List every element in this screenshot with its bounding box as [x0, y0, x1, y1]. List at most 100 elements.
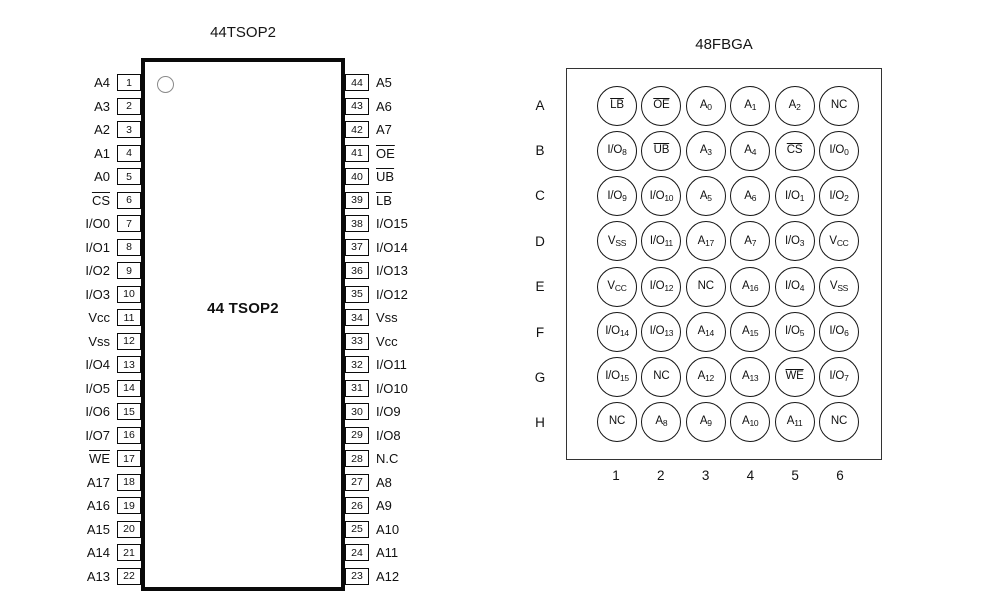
ball-signal-subscript: CC: [836, 237, 849, 248]
tsop-chip-span: [141, 106, 345, 107]
fbga-ball: A8: [641, 401, 682, 442]
ball-signal: NC: [608, 415, 626, 428]
ball-label: A0: [700, 100, 712, 112]
fbga-ball: A10: [730, 401, 771, 442]
fbga-ball: A12: [685, 356, 726, 397]
ball-signal: I/O: [649, 234, 665, 247]
ball-signal: A: [786, 415, 795, 428]
ball-signal-subscript: 6: [844, 327, 849, 338]
fbga-ball: I/O1: [774, 176, 815, 217]
ball-signal: I/O: [829, 189, 845, 202]
fbga-row-label: G: [534, 370, 546, 386]
ball-signal-subscript: 3: [799, 237, 805, 248]
ball-label: I/O3: [785, 235, 805, 248]
tsop-pin-number: 36: [345, 262, 369, 280]
tsop-pin-number: 24: [345, 544, 369, 562]
tsop-pin-number: 39: [345, 191, 369, 209]
ball-signal: A: [788, 99, 797, 112]
tsop-pin-name: I/O9: [376, 404, 401, 420]
tsop-pin-number: 7: [117, 215, 141, 233]
ball-label: A11: [786, 415, 803, 428]
ball-signal: I/O: [784, 189, 800, 202]
ball-label: VCC: [607, 279, 626, 293]
tsop-chip-span: [141, 223, 345, 224]
tsop-pin-number: 25: [345, 520, 369, 538]
ball-label: A13: [742, 370, 759, 383]
ball-label: A6: [744, 189, 756, 203]
ball-signal: I/O: [784, 324, 800, 337]
tsop-pin-number: 38: [345, 215, 369, 233]
ball-signal-subscript: 8: [662, 418, 668, 429]
ball-signal: I/O: [649, 279, 665, 292]
fbga-ball: A1: [730, 86, 771, 126]
tsop-chip-span: [141, 364, 345, 365]
ball-label: NC: [608, 415, 626, 428]
fbga-ball: A13: [730, 356, 771, 397]
tsop-pin-name: A6: [376, 98, 392, 114]
tsop-pin-number: 32: [345, 356, 369, 374]
tsop-pin-number: 6: [117, 191, 141, 209]
ball-signal-subscript: 4: [799, 282, 805, 293]
fbga-ball: A17: [685, 221, 726, 262]
ball-signal-subscript: 0: [707, 102, 712, 113]
tsop-chip-span: [141, 270, 345, 271]
tsop-chip-span: [141, 82, 345, 83]
ball-signal: V: [607, 279, 615, 292]
ball-label: A7: [744, 235, 756, 248]
tsop-pin-name: I/O5: [85, 380, 110, 396]
tsop-pin-number: 17: [117, 450, 141, 468]
tsop-chip-span: [141, 458, 345, 459]
tsop-pin-name: I/O3: [85, 286, 110, 302]
fbga-column-label: 4: [746, 468, 755, 483]
ball-signal: NC: [653, 370, 670, 383]
ball-signal-subscript: 3: [707, 147, 712, 158]
tsop-pin-name: I/O11: [376, 357, 407, 373]
tsop-pin-name: I/O14: [376, 239, 408, 255]
ball-signal: A: [744, 189, 752, 202]
tsop-pin-number: 29: [345, 426, 369, 444]
tsop-chip-span: [141, 341, 345, 342]
fbga-ball: A5: [685, 176, 726, 217]
tsop-chip-span: [141, 317, 345, 318]
fbga-ball: I/O8: [597, 131, 637, 172]
ball-signal: NC: [697, 279, 714, 292]
ball-signal: I/O: [605, 370, 620, 383]
fbga-ball: VCC: [597, 266, 637, 307]
tsop-pin-name: CS: [91, 192, 110, 208]
tsop-pin-name: WE: [89, 451, 110, 467]
ball-signal-subscript: 14: [619, 327, 629, 338]
tsop-pin-name: A11: [376, 545, 399, 561]
tsop-pin-number: 33: [345, 332, 369, 350]
ball-signal: I/O: [605, 324, 620, 337]
tsop-pin-number: 21: [117, 544, 141, 562]
tsop-pin-name: I/O13: [376, 263, 408, 279]
tsop-pin-name: Vss: [376, 310, 398, 326]
fbga-ball: OE: [641, 86, 682, 126]
ball-label: VSS: [608, 235, 627, 248]
ball-signal-subscript: 1: [751, 102, 757, 113]
ball-label: A12: [697, 370, 715, 383]
tsop-pin-name: A5: [376, 75, 392, 91]
ball-signal: I/O: [649, 189, 665, 202]
ball-signal: A: [744, 144, 752, 157]
ball-signal: A: [742, 415, 750, 428]
tsop-chip-span: [141, 247, 345, 248]
tsop-chip-span: [141, 435, 345, 436]
fbga-row-label: D: [535, 233, 545, 249]
ball-signal: A: [697, 370, 706, 383]
tsop-pin-number: 18: [117, 473, 141, 491]
ball-signal-subscript: 9: [707, 418, 712, 429]
